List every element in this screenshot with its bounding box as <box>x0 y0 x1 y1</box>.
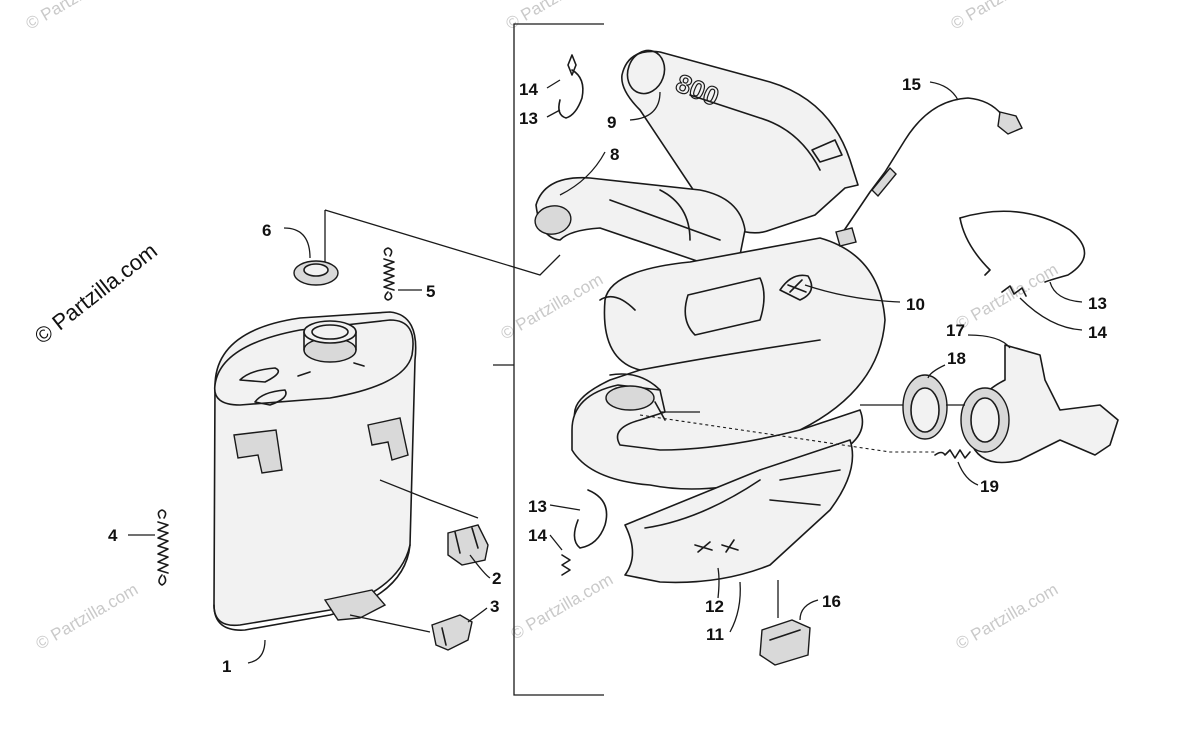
assembly-bracket <box>513 23 604 696</box>
leader-15 <box>929 81 959 101</box>
leader-6 <box>283 227 311 259</box>
callout-13c: 13 <box>1088 294 1107 313</box>
leader-11 <box>729 581 741 633</box>
bracket-clip <box>447 524 489 566</box>
exhaust-manifold <box>960 344 1119 464</box>
callout-1: 1 <box>222 657 231 676</box>
watermark-top-right: © Partzilla.com <box>948 0 1057 33</box>
callout-13b: 13 <box>528 497 547 516</box>
watermark-bottom-right: © Partzilla.com <box>953 580 1062 654</box>
spring-upper <box>383 247 395 301</box>
watermark-top-left: © Partzilla.com <box>23 0 132 33</box>
clamp-upper-left <box>558 54 584 119</box>
leader-13c <box>1049 281 1083 303</box>
dashed-link-19 <box>639 414 935 453</box>
callout-5: 5 <box>426 282 435 301</box>
leader-17 <box>967 334 1011 349</box>
leader-10 <box>804 284 901 303</box>
heat-shield-lower <box>624 439 854 584</box>
leader-19 <box>957 461 979 486</box>
watermark-top-center: © Partzilla.com <box>503 0 612 33</box>
gasket-ring <box>902 374 948 440</box>
callout-13a: 13 <box>519 109 538 128</box>
callout-2: 2 <box>492 569 501 588</box>
watermark-bottom-left: © Partzilla.com <box>33 580 142 654</box>
clamp-right <box>959 210 1086 297</box>
clamp-lower-left <box>561 489 608 576</box>
leader-16 <box>799 599 819 621</box>
callout-11: 11 <box>706 625 724 644</box>
leader-14a <box>546 79 561 89</box>
muffler-canister <box>213 311 417 631</box>
callout-19: 19 <box>980 477 999 496</box>
callout-16: 16 <box>822 592 841 611</box>
callout-6: 6 <box>262 221 271 240</box>
callout-4: 4 <box>108 526 118 545</box>
callout-15: 15 <box>902 75 921 94</box>
spring-right <box>934 449 971 459</box>
link-line-6 <box>324 209 561 276</box>
bracket-clip-lower <box>431 614 473 651</box>
callout-10: 10 <box>906 295 925 314</box>
temperature-sensor <box>835 97 1023 247</box>
heat-shield-top: 800 <box>621 49 859 234</box>
leader-14c <box>1019 297 1083 331</box>
callout-14a: 14 <box>519 80 538 99</box>
heat-shield-front <box>534 176 746 266</box>
rubber-mount <box>759 619 811 666</box>
leader-9 <box>629 91 661 121</box>
heat-shield-spiral <box>573 237 886 480</box>
leader-13a <box>546 109 561 118</box>
callout-18: 18 <box>947 349 966 368</box>
watermarks: © Partzilla.com © Partzilla.com © Partzi… <box>23 0 1062 653</box>
spring-left <box>157 509 169 586</box>
callout-8: 8 <box>610 145 619 164</box>
leader-13b <box>549 504 581 511</box>
grommet <box>293 260 339 286</box>
callout-9: 9 <box>607 113 616 132</box>
leader-2 <box>379 479 491 579</box>
callout-3: 3 <box>490 597 499 616</box>
leader-14b <box>549 534 563 551</box>
leader-18 <box>927 364 946 379</box>
leader-12 <box>717 567 720 599</box>
leader-1 <box>247 639 266 664</box>
watermark-copyright: © Partzilla.com <box>30 238 162 349</box>
callout-14b: 14 <box>528 526 547 545</box>
leader-3 <box>349 607 488 633</box>
callout-14c: 14 <box>1088 323 1107 342</box>
callout-17: 17 <box>946 321 965 340</box>
watermark-mid-right: © Partzilla.com <box>953 260 1062 334</box>
watermark-bottom-center: © Partzilla.com <box>508 570 617 644</box>
callout-12: 12 <box>705 597 724 616</box>
leader-8 <box>559 151 606 196</box>
